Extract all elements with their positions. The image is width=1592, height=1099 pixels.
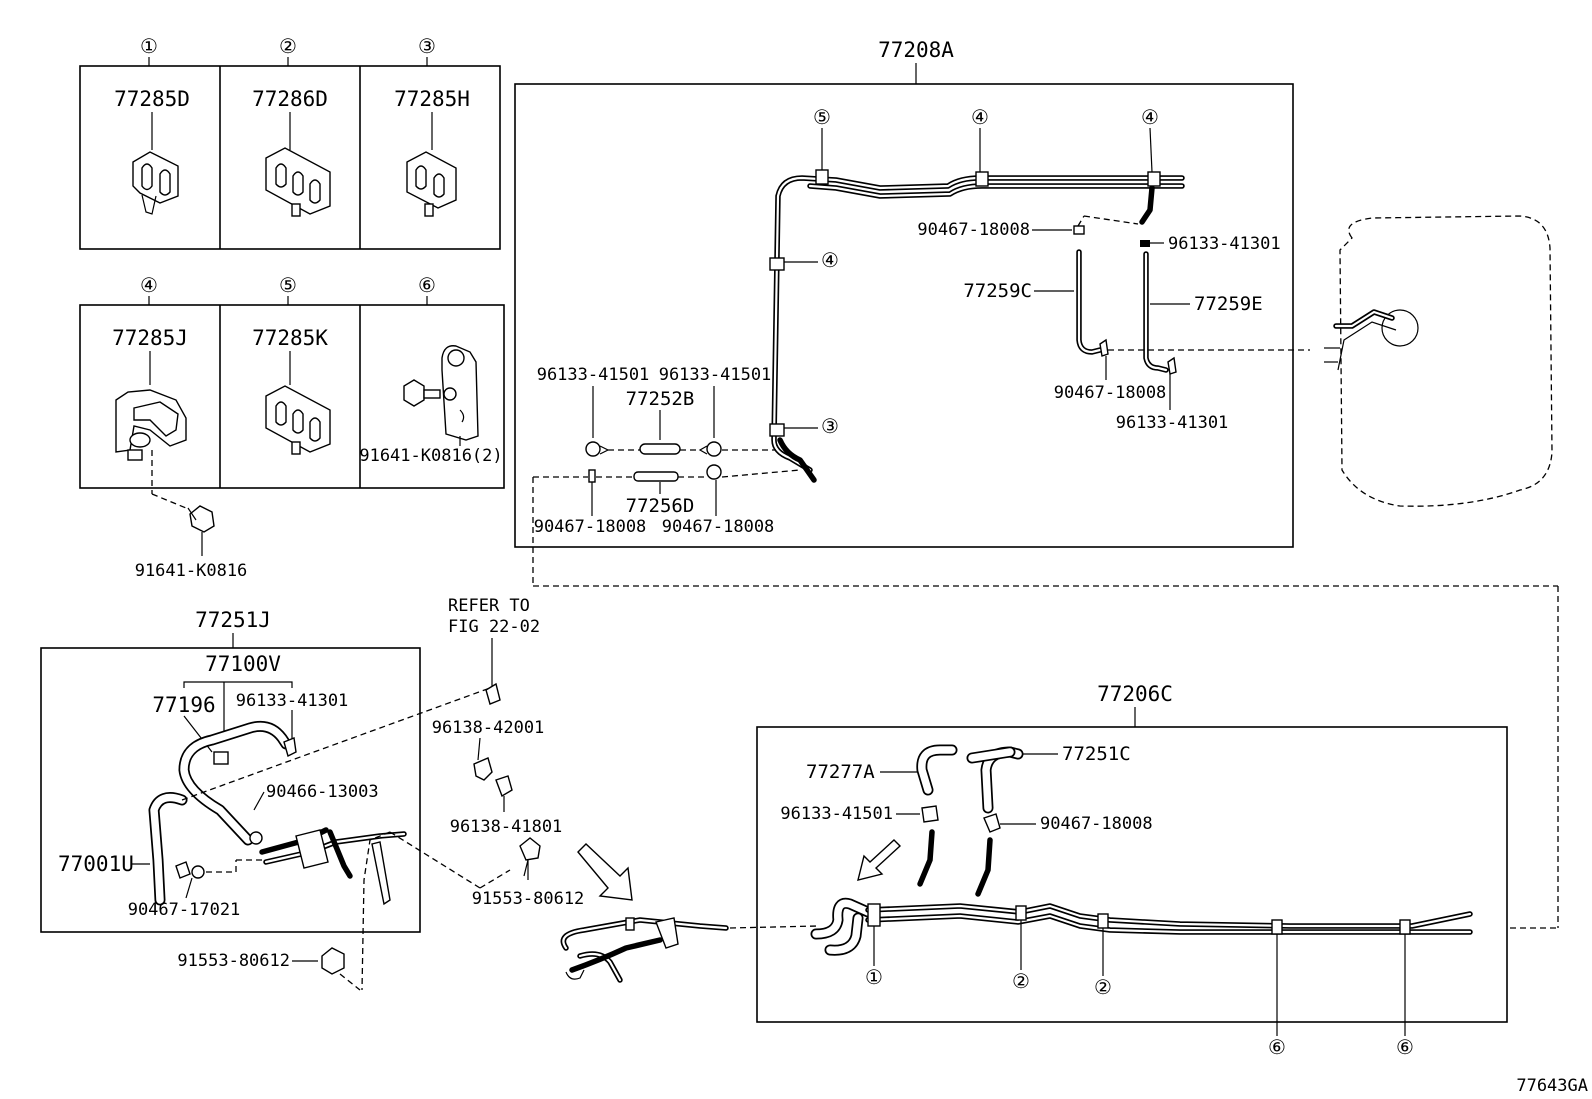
legend-row-bottom [79, 304, 505, 489]
label-91553-80612-a: 91553-80612 [472, 889, 585, 909]
direction-arrow-small-icon [857, 839, 902, 881]
label-77259E: 77259E [1194, 293, 1263, 315]
assembly-77208A: 77208A ⑤ ④ ④ ④ ③ 90467-18008 [514, 38, 1310, 586]
legend-part-2: 77286D [252, 87, 328, 111]
callout-4b: ④ [1141, 105, 1159, 129]
middle-parts: REFER TO FIG 22-02 96138-42001 96138-418… [177, 596, 819, 991]
clip-77196-icon [213, 751, 229, 765]
label-77259C: 77259C [963, 280, 1032, 302]
tube-clip-4b [1147, 171, 1161, 187]
callout-6a: ⑥ [1268, 1035, 1286, 1059]
bolt-91553-80612-b-icon [321, 947, 345, 975]
assembly-77208A-title: 77208A [878, 38, 954, 62]
label-91553-80612-b: 91553-80612 [177, 951, 290, 971]
label-90467-18008-d: 90467-18008 [662, 517, 775, 537]
pipe-subassembly-icon [560, 917, 729, 983]
callout-2a: ② [1012, 969, 1030, 993]
legend-part-5: 77285K [252, 326, 328, 350]
bolt-91641-K0816-icon [187, 505, 215, 533]
diagram-id: 77643GA [1516, 1076, 1588, 1096]
hose-77256D [633, 471, 679, 482]
clip-77285D-icon [132, 151, 179, 215]
assembly-77251J-frame [40, 647, 421, 933]
callout-4a: ④ [971, 105, 989, 129]
clip-77286D-icon [265, 147, 331, 217]
callout-2b: ② [1094, 975, 1112, 999]
tube-clip-5 [815, 169, 829, 185]
label-77100V: 77100V [205, 652, 281, 676]
label-90466-13003: 90466-13003 [266, 782, 379, 802]
refer-to-line1: REFER TO [448, 596, 530, 616]
clip-77285H-icon [406, 151, 457, 217]
label-77256D: 77256D [626, 495, 695, 517]
tube-clip-3 [769, 423, 785, 437]
clip-legend: ① ② ③ ④ ⑤ ⑥ 77285D 77286D 77285H 77285J … [79, 34, 505, 581]
bolt-91553-80612-a-icon [519, 837, 541, 861]
bolt-91641-K0816-label: 91641-K0816 [135, 561, 248, 581]
label-90467-17021: 90467-17021 [128, 900, 241, 920]
assembly-77206C-title: 77206C [1097, 682, 1173, 706]
assembly-77208A-frame [514, 83, 1294, 548]
label-90467-18008-e: 90467-18008 [1040, 814, 1153, 834]
label-96133-41301-b: 96133-41301 [1116, 413, 1229, 433]
tube-clip-4c [769, 257, 785, 271]
label-77252B: 77252B [626, 388, 695, 410]
callout-1: ① [865, 965, 883, 989]
refer-to-line2: FIG 22-02 [448, 617, 540, 637]
label-77251C: 77251C [1062, 743, 1131, 765]
assembly-77251J: 77251J 77100V 77196 96133-41301 90466-13… [40, 608, 491, 991]
legend-part-3: 77285H [394, 87, 470, 111]
legend-part-1: 77285D [114, 87, 190, 111]
callout-6b: ⑥ [1396, 1035, 1414, 1059]
label-90467-18008-b: 90467-18008 [1054, 383, 1167, 403]
legend-num-1: ① [140, 34, 158, 58]
legend-num-4: ④ [140, 273, 158, 297]
legend-part-6: 91641-K0816(2) [359, 446, 502, 466]
legend-num-5: ⑤ [279, 273, 297, 297]
label-90467-18008-c: 90467-18008 [534, 517, 647, 537]
label-96138-42001: 96138-42001 [432, 718, 545, 738]
legend-part-4: 77285J [112, 326, 188, 350]
legend-num-3: ③ [418, 34, 436, 58]
callout-4c: ④ [821, 248, 839, 272]
hose-77252B [639, 443, 681, 455]
label-77001U: 77001U [58, 852, 134, 876]
legend-row-top [79, 65, 501, 250]
label-77196: 77196 [152, 693, 215, 717]
assembly-77206C: 77206C 77277A 77251C 96133-41501 90467-1… [756, 682, 1508, 1059]
clip-91641-K0816-icon [403, 345, 479, 441]
tube-clip-4a [975, 171, 989, 187]
assembly-77251J-title: 77251J [195, 608, 271, 632]
label-90467-18008-a: 90467-18008 [917, 220, 1030, 240]
legend-num-6: ⑥ [418, 273, 436, 297]
legend-num-2: ② [279, 34, 297, 58]
label-96133-41301-c: 96133-41301 [236, 691, 349, 711]
assembly-77206C-frame [756, 726, 1508, 1023]
label-96133-41301-a: 96133-41301 [1168, 234, 1281, 254]
label-96138-41801: 96138-41801 [450, 817, 563, 837]
label-96133-41501-c: 96133-41501 [780, 804, 893, 824]
callout-3: ③ [821, 414, 839, 438]
fuel-tank-outline [1324, 215, 1553, 507]
callout-5: ⑤ [813, 105, 831, 129]
direction-arrow-icon [577, 843, 633, 901]
label-96133-41501-a: 96133-41501 [537, 365, 650, 385]
clip-77285K-icon [265, 385, 331, 455]
label-96133-41501-b: 96133-41501 [659, 365, 772, 385]
label-77277A: 77277A [806, 761, 875, 783]
clip-77285J-icon [115, 389, 187, 461]
